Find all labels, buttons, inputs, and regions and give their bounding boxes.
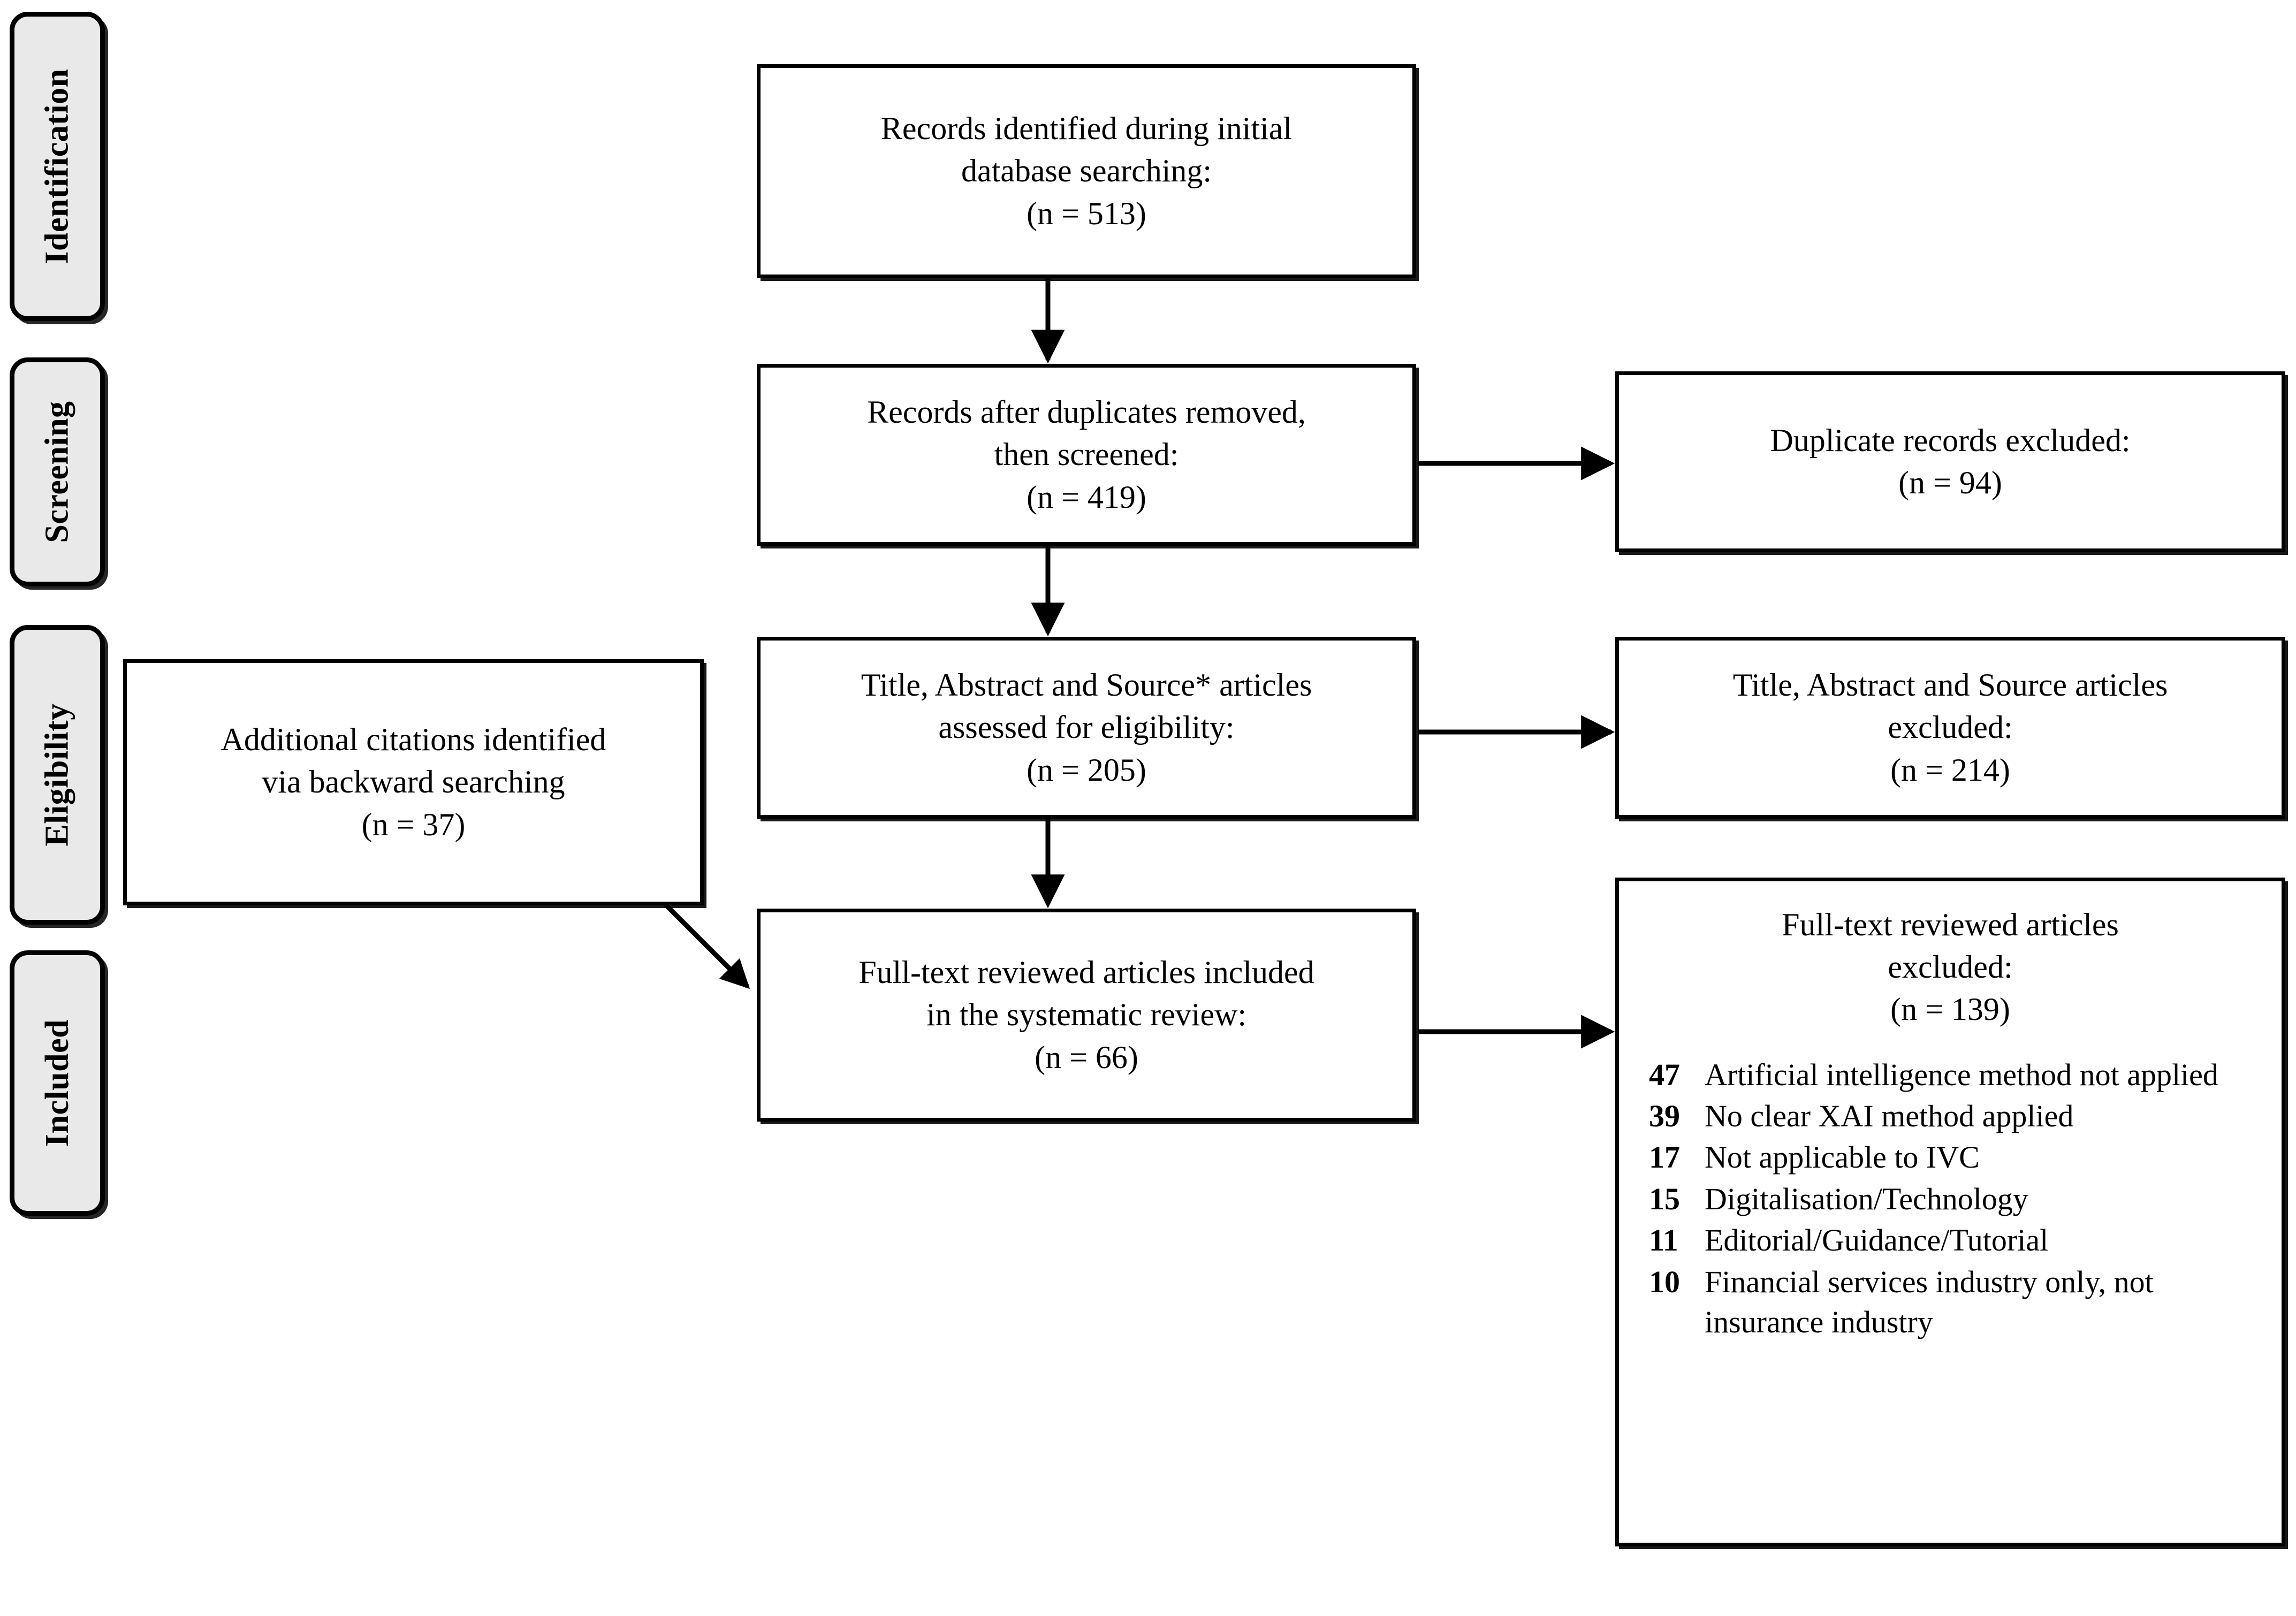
- reason-count: 10: [1649, 1264, 1680, 1299]
- list-item: 17 Not applicable to IVC: [1649, 1137, 2265, 1177]
- list-item: 47 Artificial intelligence method not ap…: [1649, 1055, 2265, 1095]
- reason-text: No clear XAI method applied: [1705, 1098, 2074, 1133]
- line: (n = 513): [1027, 195, 1146, 231]
- stage-label-eligibility: Eligibility: [10, 625, 105, 925]
- line: (n = 419): [1027, 479, 1146, 515]
- box-additional-citations: Additional citations identified via back…: [123, 659, 704, 905]
- line: database searching:: [961, 153, 1212, 189]
- box-fulltext-included: Full-text reviewed articles included in …: [757, 909, 1416, 1122]
- line: Title, Abstract and Source articles: [1732, 667, 2168, 703]
- reason-count: 15: [1649, 1181, 1680, 1216]
- line: Records after duplicates removed,: [867, 394, 1306, 430]
- reason-text: Artificial intelligence method not appli…: [1705, 1057, 2218, 1092]
- stage-label-eligibility-text: Eligibility: [39, 703, 75, 847]
- line: Additional citations identified: [221, 722, 606, 758]
- reason-count: 17: [1649, 1140, 1680, 1175]
- line: Full-text reviewed articles: [1782, 907, 2119, 942]
- list-item: 10 Financial services industry only, not…: [1649, 1262, 2265, 1343]
- line: assessed for eligibility:: [938, 710, 1235, 745]
- box-title-abstract-assessed: Title, Abstract and Source* articles ass…: [757, 637, 1416, 819]
- box-records-after-duplicates: Records after duplicates removed, then s…: [757, 364, 1416, 546]
- line: via backward searching: [262, 764, 565, 800]
- box-fulltext-included-text: Full-text reviewed articles included in …: [847, 951, 1326, 1079]
- box-records-identified-text: Records identified during initial databa…: [869, 108, 1304, 235]
- stage-label-screening-text: Screening: [39, 401, 75, 543]
- stage-label-identification-text: Identification: [39, 68, 76, 264]
- box-duplicate-records-excluded-text: Duplicate records excluded: (n = 94): [1758, 420, 2142, 504]
- line: in the systematic review:: [926, 997, 1247, 1033]
- box-fulltext-excluded-heading: Full-text reviewed articles excluded: (n…: [1619, 901, 2282, 1031]
- list-item: 15 Digitalisation/Technology: [1649, 1179, 2265, 1219]
- box-records-after-duplicates-text: Records after duplicates removed, then s…: [855, 391, 1318, 519]
- line: excluded:: [1888, 710, 2013, 745]
- exclusion-reason-list: 47 Artificial intelligence method not ap…: [1619, 1055, 2282, 1343]
- stage-label-identification: Identification: [10, 12, 105, 321]
- reason-text: Financial services industry only, not in…: [1705, 1264, 2154, 1339]
- reason-text: Editorial/Guidance/Tutorial: [1705, 1223, 2049, 1258]
- line: Full-text reviewed articles included: [858, 955, 1314, 990]
- line: (n = 214): [1890, 752, 2010, 788]
- stage-label-included-text: Included: [39, 1019, 76, 1147]
- reason-text: Not applicable to IVC: [1705, 1140, 1980, 1175]
- line: (n = 139): [1890, 992, 2010, 1027]
- box-duplicate-records-excluded: Duplicate records excluded: (n = 94): [1615, 371, 2285, 552]
- line: Title, Abstract and Source* articles: [861, 667, 1312, 703]
- box-fulltext-excluded: Full-text reviewed articles excluded: (n…: [1615, 878, 2285, 1546]
- arrow-additional-citations-to-included: [663, 902, 750, 989]
- list-item: 39 No clear XAI method applied: [1649, 1096, 2265, 1136]
- box-records-identified: Records identified during initial databa…: [757, 64, 1416, 278]
- box-title-abstract-excluded: Title, Abstract and Source articles excl…: [1615, 637, 2285, 819]
- box-additional-citations-text: Additional citations identified via back…: [209, 719, 618, 846]
- box-title-abstract-excluded-text: Title, Abstract and Source articles excl…: [1721, 664, 2180, 791]
- line: (n = 66): [1035, 1039, 1138, 1075]
- line: (n = 94): [1898, 465, 2002, 500]
- line: Records identified during initial: [880, 111, 1293, 147]
- stage-label-included: Included: [10, 950, 105, 1216]
- reason-count: 47: [1649, 1057, 1680, 1092]
- reason-count: 39: [1649, 1098, 1680, 1133]
- line: (n = 37): [361, 806, 466, 842]
- line: Duplicate records excluded:: [1770, 422, 2131, 458]
- stage-label-screening: Screening: [10, 357, 105, 586]
- box-title-abstract-assessed-text: Title, Abstract and Source* articles ass…: [849, 664, 1324, 791]
- list-item: 11 Editorial/Guidance/Tutorial: [1649, 1220, 2265, 1260]
- line: then screened:: [994, 437, 1179, 472]
- reason-count: 11: [1649, 1223, 1678, 1258]
- line: (n = 205): [1027, 752, 1146, 788]
- reason-text: Digitalisation/Technology: [1705, 1181, 2028, 1216]
- line: excluded:: [1888, 949, 2013, 985]
